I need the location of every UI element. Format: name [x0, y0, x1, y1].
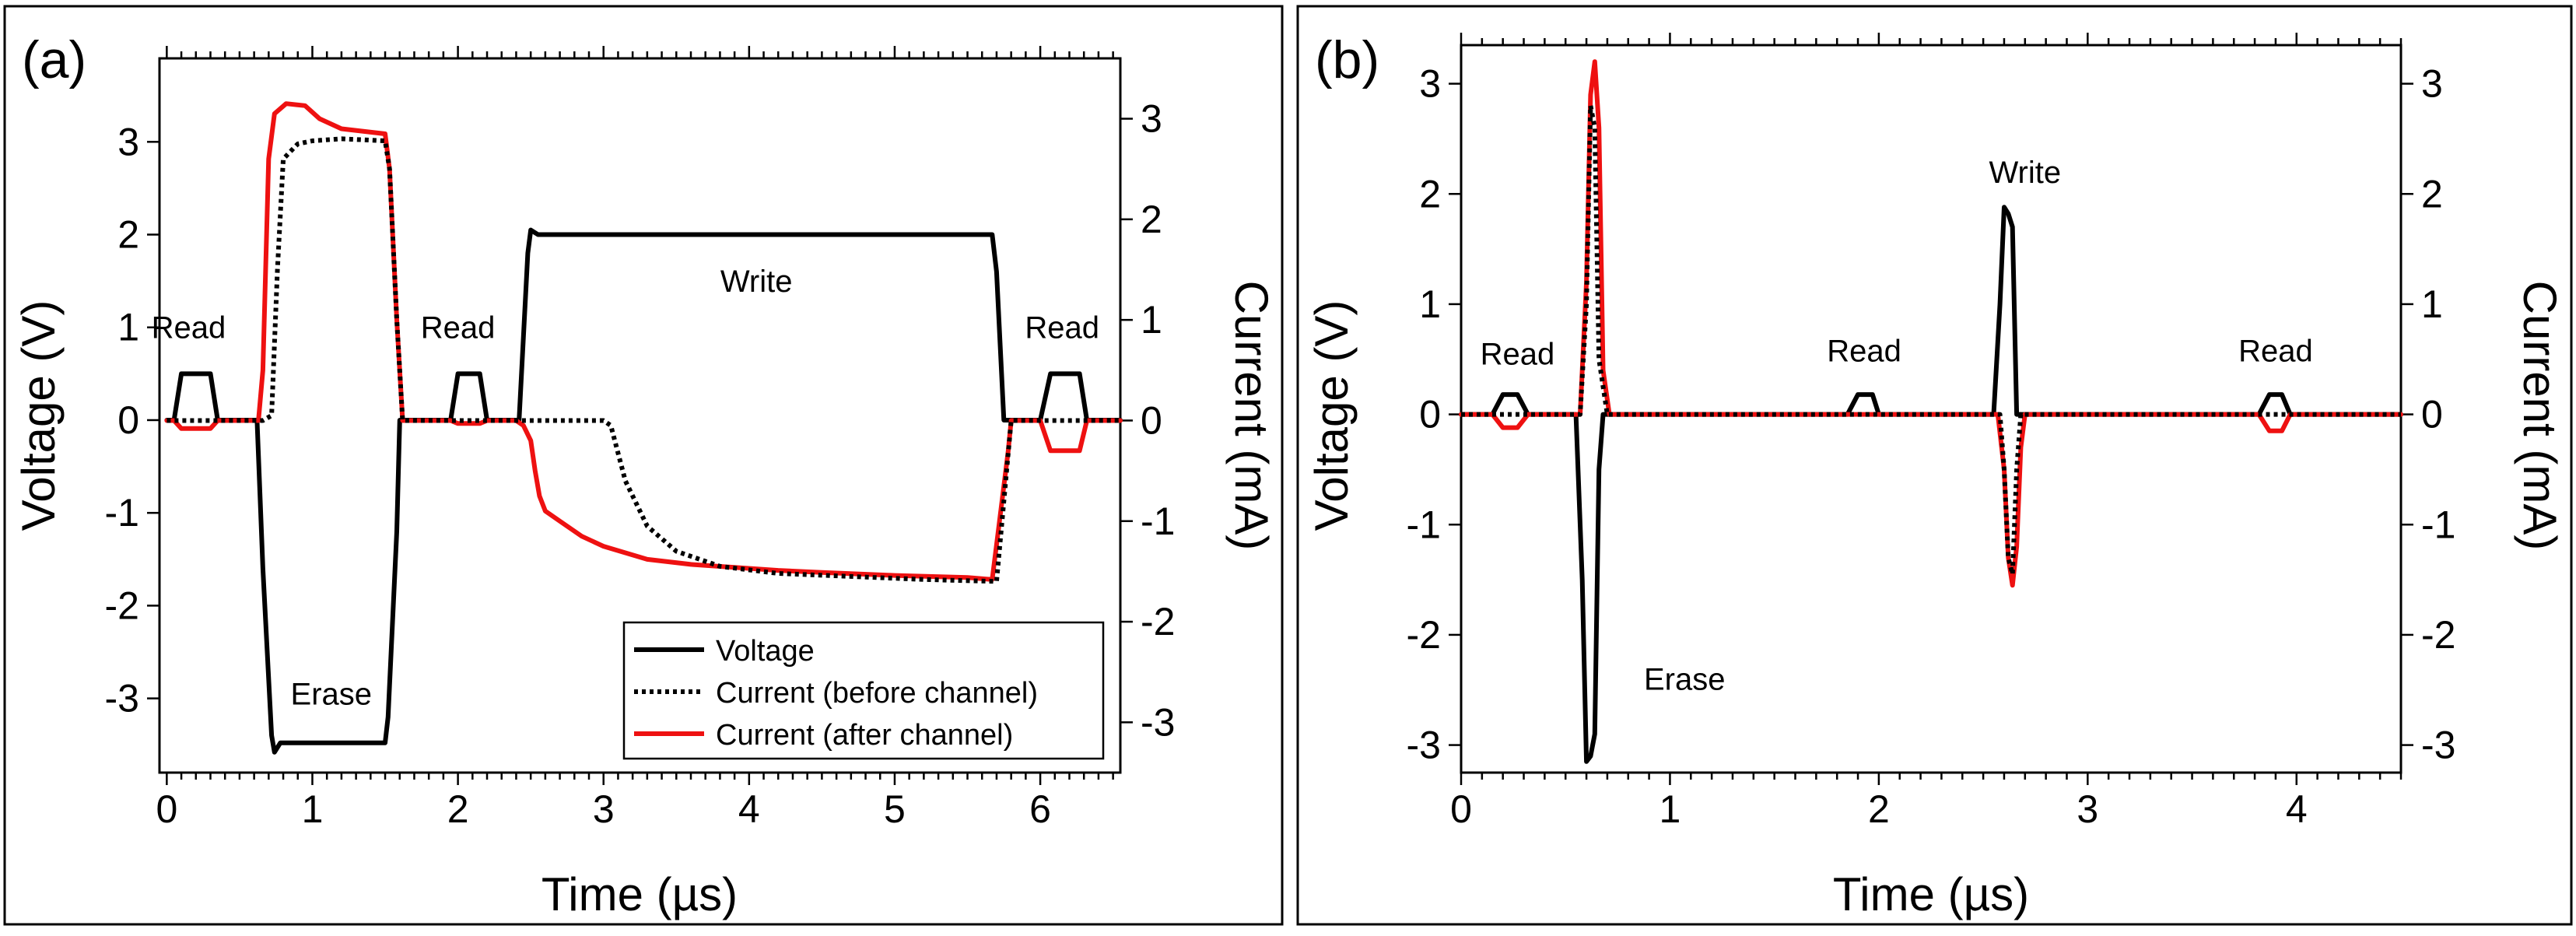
y-tick-label-left: 0 — [117, 398, 139, 442]
annotation-read: Read — [1025, 311, 1099, 345]
y-axis-title-left-b: Voltage (V) — [1306, 300, 1358, 531]
y-tick-label-right: 2 — [2421, 172, 2443, 216]
x-tick-label: 4 — [2286, 787, 2308, 831]
series-layer-a — [164, 101, 1123, 755]
y-tick-label-left: -2 — [105, 584, 139, 627]
annotation-erase: Erase — [1644, 663, 1726, 697]
legend-a: Voltage Current (before channel) Current… — [622, 621, 1105, 760]
series-layer-b — [1459, 59, 2403, 764]
panel-label-b: (b) — [1315, 30, 1379, 89]
plot-area-b — [1460, 44, 2403, 774]
x-tick-label: 2 — [1868, 787, 1890, 831]
y-tick-label-left: -2 — [1407, 613, 1441, 657]
x-tick-label: 3 — [593, 787, 615, 831]
y-tick-label-left: 1 — [117, 306, 139, 349]
y-tick-label-right: -3 — [2421, 724, 2455, 767]
y-axis-title-right-a: Current (mA) — [1225, 281, 1277, 551]
y-tick-label-left: 2 — [117, 213, 139, 257]
panel-a: (a) 0 1 2 3 4 5 6 -3 -2 -1 0 1 2 3 -3 -2 -1 0 1 2 3 ReadEras… — [3, 5, 1284, 926]
series-line-current-after-channel — [164, 101, 1123, 582]
annotation-read: Read — [1827, 334, 1901, 368]
series-line-current-before-channel — [166, 136, 1120, 584]
panel-b-border — [1296, 5, 2573, 926]
tick-layer-b: 0 1 2 3 4 -3 -2 -1 0 1 2 3 -3 -2 -1 0 1 2 3 — [1407, 33, 2455, 831]
y-tick-label-right: -2 — [1141, 600, 1175, 643]
y-tick-label-right: 2 — [1141, 198, 1162, 241]
x-tick-label: 1 — [1660, 787, 1681, 831]
annotation-read: Read — [421, 311, 496, 345]
y-tick-label-right: 3 — [1141, 97, 1162, 141]
legend-label-current-before: Current (before channel) — [716, 677, 1038, 710]
y-tick-label-left: -3 — [1407, 724, 1441, 767]
y-tick-label-right: -1 — [1141, 500, 1175, 543]
y-tick-label-right: 3 — [2421, 62, 2443, 106]
y-axis-title-right-b: Current (mA) — [2514, 281, 2566, 551]
panel-a-border — [3, 5, 1284, 926]
y-tick-label-left: 2 — [1419, 172, 1441, 216]
y-tick-label-right: -2 — [2421, 613, 2455, 657]
panel-label-a: (a) — [22, 30, 86, 89]
y-axis-title-left-a: Voltage (V) — [12, 300, 65, 531]
y-tick-label-right: 1 — [2421, 282, 2443, 326]
annotation-write: Write — [1989, 156, 2061, 190]
y-tick-label-left: 3 — [117, 120, 139, 163]
x-axis-title-a: Time (µs) — [541, 868, 738, 920]
x-axis-title-b: Time (µs) — [1833, 868, 2029, 920]
y-tick-label-right: -1 — [2421, 503, 2455, 546]
y-tick-label-left: 3 — [1419, 62, 1441, 106]
y-tick-label-right: 0 — [1141, 398, 1162, 442]
y-tick-label-left: -1 — [105, 491, 139, 535]
x-tick-label: 0 — [156, 787, 177, 831]
x-tick-label: 3 — [2077, 787, 2098, 831]
x-tick-label: 1 — [302, 787, 324, 831]
x-tick-label: 2 — [447, 787, 469, 831]
y-tick-label-left: -1 — [1407, 503, 1441, 546]
x-tick-label: 6 — [1029, 787, 1051, 831]
x-tick-label: 0 — [1450, 787, 1472, 831]
series-line-current-before-channel — [1461, 103, 2401, 577]
y-tick-label-left: 0 — [1419, 393, 1441, 436]
legend-label-current-after: Current (after channel) — [716, 719, 1013, 752]
legend-label-voltage: Voltage — [716, 635, 815, 668]
y-tick-label-right: 1 — [1141, 298, 1162, 342]
annotation-read: Read — [1481, 338, 1555, 372]
annotation-write: Write — [720, 265, 793, 299]
y-tick-label-left: -3 — [105, 677, 139, 720]
annotation-read: Read — [2238, 334, 2313, 368]
y-tick-label-right: 0 — [2421, 393, 2443, 436]
y-tick-label-left: 1 — [1419, 282, 1441, 326]
x-tick-label: 4 — [738, 787, 760, 831]
annotation-erase: Erase — [291, 678, 373, 712]
plot-area-a — [158, 57, 1122, 774]
tick-layer-a: 0 1 2 3 4 5 6 -3 -2 -1 0 1 2 3 -3 -2 -1 0 1 2 3 — [105, 46, 1175, 831]
series-line-current-after-channel — [1459, 59, 2403, 588]
annotation-read: Read — [152, 311, 226, 345]
x-tick-label: 5 — [884, 787, 906, 831]
y-tick-label-right: -3 — [1141, 700, 1175, 744]
